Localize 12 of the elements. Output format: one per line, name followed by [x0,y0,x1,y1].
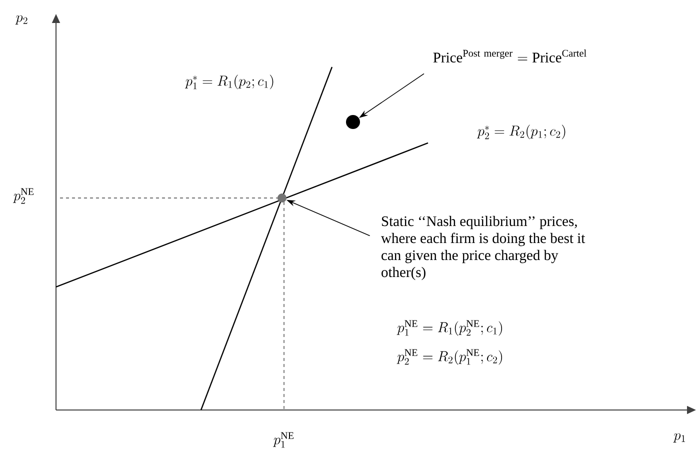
axis-label: $p_1$ [673,433,685,442]
equation-label: $p_2^{\mathrm{NE}} = R_2(p_1^{\mathrm{NE}}; c_2)$ [396,349,502,365]
annotation-text: Static ‘‘Nash equilibrium’’ prices, where each firm is doing the best it can given the price charged by other(s) [381,216,586,280]
axis-label: $p_2^{\mathrm{NE}}$ [13,188,34,204]
axis-label: $p_2$ [15,15,28,24]
equation-label: $p_1^{*} = R_1(p_2; c_1)$ [184,74,274,90]
point-dot [346,115,360,129]
annotation-text: $\mathrm{Price}^{\mathrm{Post\ merger}} = \mathrm{Price}^{\mathrm{Cartel}}$ [433,50,586,62]
axis-label: $p_1^{\mathrm{NE}}$ [273,432,294,448]
equation-label: $p_1^{\mathrm{NE}} = R_1(p_2^{\mathrm{NE}}; c_1)$ [396,320,502,336]
equation-label: $p_2^{*} = R_2(p_1; c_2)$ [476,124,566,140]
point-dot [278,194,286,202]
